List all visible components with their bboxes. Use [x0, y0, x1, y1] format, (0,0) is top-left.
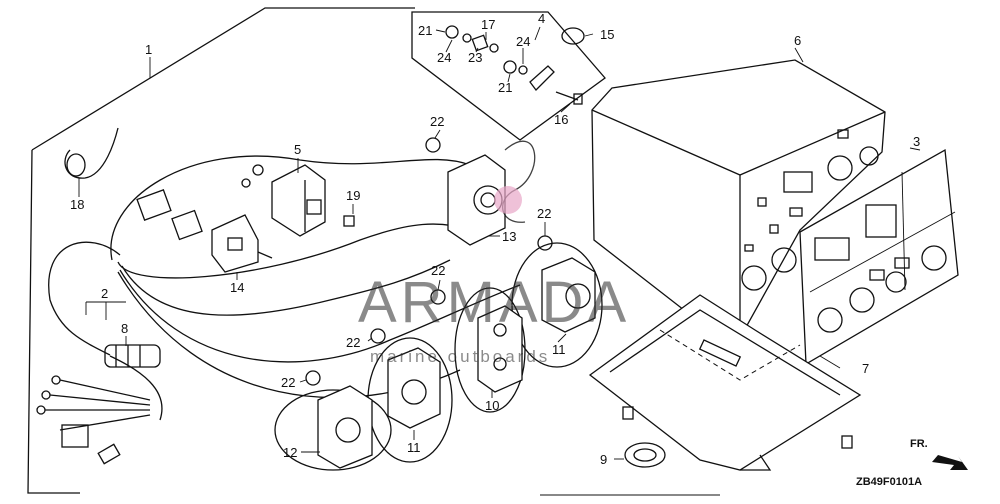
callout-14: 14: [230, 280, 244, 295]
callout-24-left: 24: [437, 50, 451, 65]
callout-21-bottom: 21: [498, 80, 512, 95]
callout-24-right: 24: [516, 34, 530, 49]
assembly-frame: [27, 7, 720, 496]
engine-switch: [211, 214, 273, 273]
callout-19: 19: [346, 188, 360, 203]
watermark-tagline: marine outboards: [370, 347, 550, 366]
control-panel: [799, 148, 959, 366]
hardware-kit-frame: [411, 11, 606, 141]
callout-11-middle: 11: [407, 440, 421, 455]
callout-10: 10: [485, 398, 499, 413]
callout-15: 15: [600, 27, 614, 42]
callout-labels: 1 2 3 4 5 6 7 8 9 10 11 11 12 13 14 15 1…: [70, 11, 920, 467]
front-direction-indicator: FR.: [910, 438, 968, 470]
cable-band: [64, 127, 119, 179]
diagram-code: ZB49F0101A: [856, 476, 922, 488]
receptacle-10: [454, 287, 526, 413]
front-arrow-icon: [932, 455, 968, 470]
receptacle-11-right: [511, 242, 603, 368]
leader-lines: [78, 26, 921, 460]
watermark-brand: ARMADA: [358, 270, 630, 335]
callout-6: 6: [794, 33, 801, 48]
circuit-breaker: [271, 164, 326, 237]
callout-23: 23: [468, 50, 482, 65]
nuts-22: [305, 137, 553, 386]
grommet-9: [622, 406, 853, 468]
front-direction-label: FR.: [910, 438, 928, 450]
callout-21-top: 21: [418, 23, 432, 38]
callout-8: 8: [121, 321, 128, 336]
callout-4: 4: [538, 11, 545, 26]
callout-22-mid: 22: [431, 263, 445, 278]
terminal-connectors: [136, 189, 203, 241]
receptacle-12: [274, 385, 392, 471]
callout-22-bottom: 22: [281, 375, 295, 390]
callout-16: 16: [554, 112, 568, 127]
callout-3: 3: [913, 134, 920, 149]
control-box-stay: [588, 294, 862, 471]
control-box-cover: [591, 59, 886, 339]
callout-9: 9: [600, 452, 607, 467]
callout-13: 13: [502, 229, 516, 244]
callout-11-right: 11: [552, 342, 566, 357]
callout-17: 17: [481, 17, 495, 32]
callout-22-left: 22: [346, 335, 360, 350]
callout-12: 12: [283, 445, 297, 460]
screw-19: [343, 215, 355, 227]
callout-1: 1: [145, 42, 152, 57]
wire-harness: [36, 155, 521, 465]
callout-22-right: 22: [537, 206, 551, 221]
callout-2: 2: [101, 286, 108, 301]
hardware-kit-parts: [445, 25, 585, 105]
callout-22-top: 22: [430, 114, 444, 129]
watermark: ARMADA marine outboards: [358, 140, 630, 366]
callout-18: 18: [70, 197, 84, 212]
callout-5: 5: [294, 142, 301, 157]
callout-7: 7: [862, 361, 869, 376]
